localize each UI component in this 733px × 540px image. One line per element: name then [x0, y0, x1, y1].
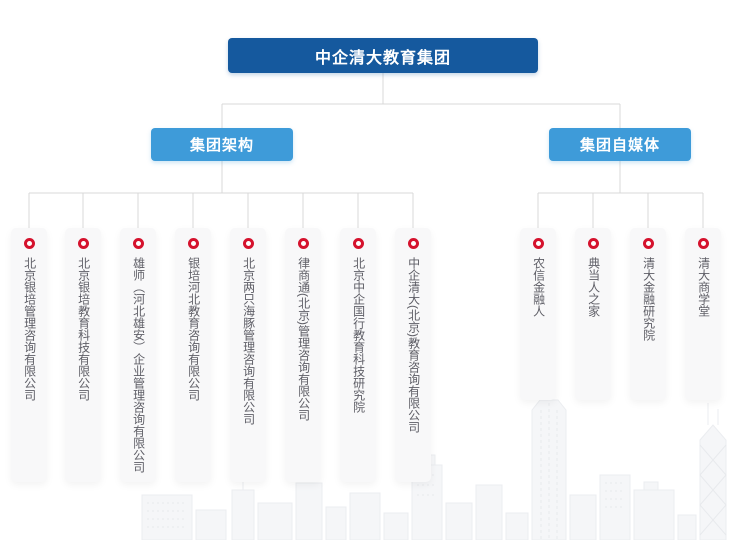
company-name: 中企清大(北京)教育咨询有限公司 [406, 257, 421, 433]
red-ring-icon [132, 238, 144, 249]
company-name: 北京中企国行教育科技研究院 [351, 257, 366, 413]
org-leaf-node: 雄师（河北雄安）企业管理咨询有限公司 [120, 228, 156, 482]
org-leaf-node: 北京银培教育科技有限公司 [65, 228, 101, 482]
group-node-structure: 集团架构 [151, 128, 293, 161]
org-leaf-node: 清大金融研究院 [630, 228, 666, 400]
red-ring-icon [23, 238, 35, 249]
red-ring-icon [697, 238, 709, 249]
company-name: 北京银培管理咨询有限公司 [22, 257, 37, 401]
org-root-label: 中企清大教育集团 [314, 49, 451, 67]
org-leaf-node: 律商通(北京)管理咨询有限公司 [285, 228, 321, 482]
group-label: 集团自媒体 [579, 137, 660, 154]
red-ring-icon [297, 238, 309, 249]
org-root-node: 中企清大教育集团 [228, 38, 538, 73]
company-name: 北京银培教育科技有限公司 [76, 257, 91, 401]
org-leaf-node: 中企清大(北京)教育咨询有限公司 [395, 228, 431, 482]
red-ring-icon [587, 238, 599, 249]
red-ring-icon [187, 238, 199, 249]
company-name: 北京两只海豚管理咨询有限公司 [241, 257, 256, 425]
company-name: 清大金融研究院 [641, 257, 656, 341]
company-name: 清大商学堂 [696, 257, 711, 317]
red-ring-icon [77, 238, 89, 249]
red-ring-icon [242, 238, 254, 249]
org-leaf-node: 北京两只海豚管理咨询有限公司 [230, 228, 266, 482]
group-label: 集团架构 [189, 137, 254, 154]
red-ring-icon [642, 238, 654, 249]
company-name: 银培河北教育咨询有限公司 [186, 257, 201, 401]
org-leaf-node: 北京中企国行教育科技研究院 [340, 228, 376, 482]
org-leaf-node: 农信金融人 [520, 228, 556, 400]
red-ring-icon [532, 238, 544, 249]
group-node-media: 集团自媒体 [549, 128, 691, 161]
company-name: 典当人之家 [586, 257, 601, 317]
red-ring-icon [407, 238, 419, 249]
org-leaf-node: 清大商学堂 [685, 228, 721, 400]
company-name: 雄师（河北雄安）企业管理咨询有限公司 [131, 257, 146, 473]
company-name: 律商通(北京)管理咨询有限公司 [296, 257, 311, 421]
org-leaf-node: 北京银培管理咨询有限公司 [11, 228, 47, 482]
org-leaf-node: 典当人之家 [575, 228, 611, 400]
company-name: 农信金融人 [531, 257, 546, 317]
org-leaf-node: 银培河北教育咨询有限公司 [175, 228, 211, 482]
red-ring-icon [352, 238, 364, 249]
